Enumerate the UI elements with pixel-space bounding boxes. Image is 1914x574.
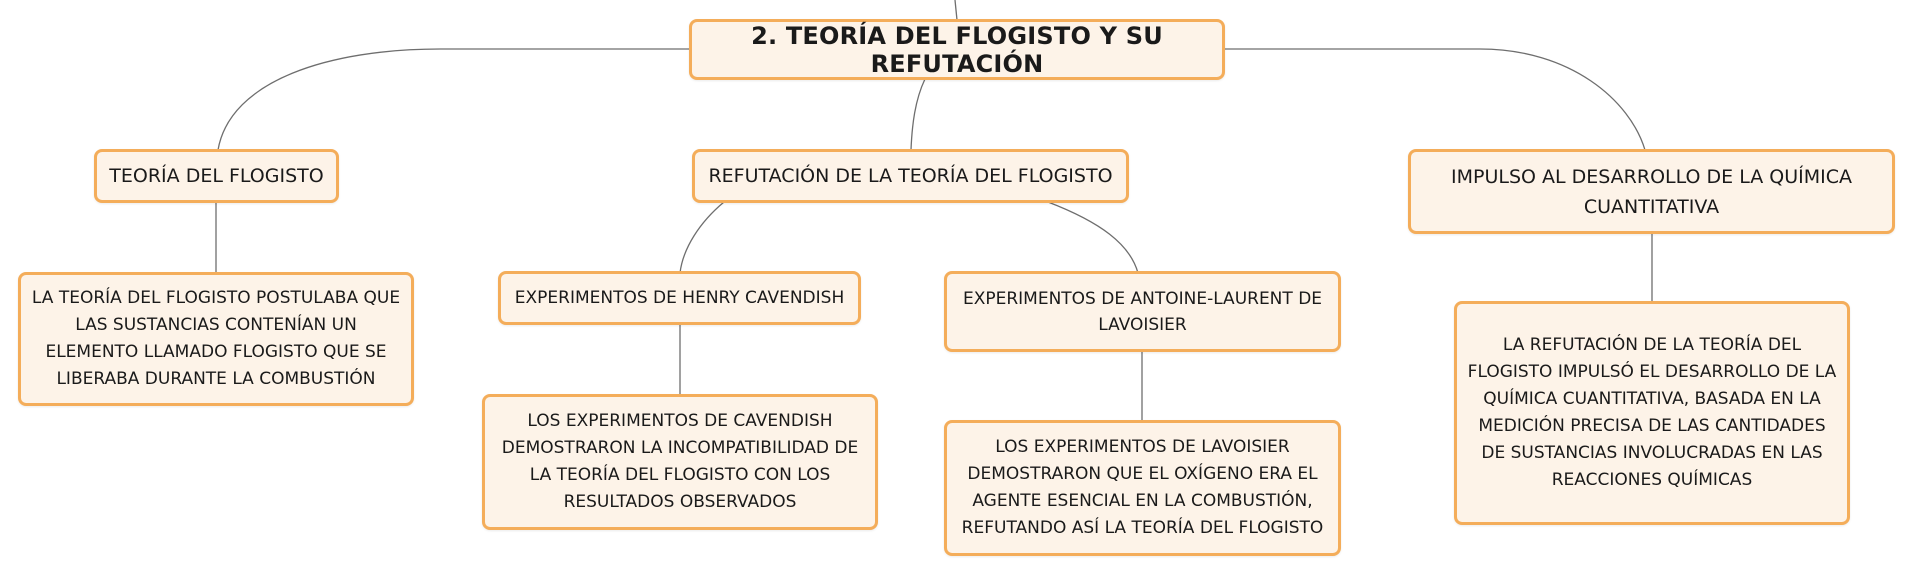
detail-text: LOS EXPERIMENTOS DE LAVOISIER DEMOSTRARO… bbox=[961, 437, 1324, 538]
connector-root-to-refutation bbox=[910, 78, 926, 151]
topic-label: TEORÍA DEL FLOGISTO bbox=[109, 165, 324, 187]
connector-root-to-impulse bbox=[1224, 48, 1646, 151]
detail-text: LA REFUTACIÓN DE LA TEORÍA DEL FLOGISTO … bbox=[1467, 335, 1837, 490]
subtopic-label: EXPERIMENTOS DE HENRY CAVENDISH bbox=[514, 288, 845, 308]
topic-impulso-quimica[interactable]: IMPULSO AL DESARROLLO DE LA QUÍMICA CUAN… bbox=[1408, 149, 1895, 234]
root-topic[interactable]: 2. TEORÍA DEL FLOGISTO Y SU REFUTACIÓN bbox=[689, 19, 1225, 80]
root-topic-label: 2. TEORÍA DEL FLOGISTO Y SU REFUTACIÓN bbox=[751, 21, 1163, 78]
detail-teoria-flogisto[interactable]: LA TEORÍA DEL FLOGISTO POSTULABA QUE LAS… bbox=[18, 272, 414, 406]
subtopic-cavendish[interactable]: EXPERIMENTOS DE HENRY CAVENDISH bbox=[498, 271, 861, 325]
connector-root-to-theory bbox=[217, 48, 692, 151]
connector-parent-to-root bbox=[954, 0, 958, 21]
detail-cavendish[interactable]: LOS EXPERIMENTOS DE CAVENDISH DEMOSTRARO… bbox=[482, 394, 878, 530]
detail-text: LOS EXPERIMENTOS DE CAVENDISH DEMOSTRARO… bbox=[501, 411, 859, 512]
topic-refutacion[interactable]: REFUTACIÓN DE LA TEORÍA DEL FLOGISTO bbox=[692, 149, 1129, 203]
connector-refutation-to-cavendish bbox=[679, 201, 725, 274]
subtopic-label: EXPERIMENTOS DE ANTOINE-LAURENT DE LAVOI… bbox=[962, 288, 1323, 335]
detail-impulso-quimica[interactable]: LA REFUTACIÓN DE LA TEORÍA DEL FLOGISTO … bbox=[1454, 301, 1850, 525]
connector-refutation-to-lavoisier bbox=[1047, 201, 1139, 274]
subtopic-lavoisier[interactable]: EXPERIMENTOS DE ANTOINE-LAURENT DE LAVOI… bbox=[944, 271, 1341, 352]
detail-text: LA TEORÍA DEL FLOGISTO POSTULABA QUE LAS… bbox=[31, 288, 401, 389]
topic-label: IMPULSO AL DESARROLLO DE LA QUÍMICA CUAN… bbox=[1451, 165, 1852, 218]
topic-label: REFUTACIÓN DE LA TEORÍA DEL FLOGISTO bbox=[708, 165, 1113, 187]
detail-lavoisier[interactable]: LOS EXPERIMENTOS DE LAVOISIER DEMOSTRARO… bbox=[944, 420, 1341, 556]
topic-teoria-flogisto[interactable]: TEORÍA DEL FLOGISTO bbox=[94, 149, 339, 203]
